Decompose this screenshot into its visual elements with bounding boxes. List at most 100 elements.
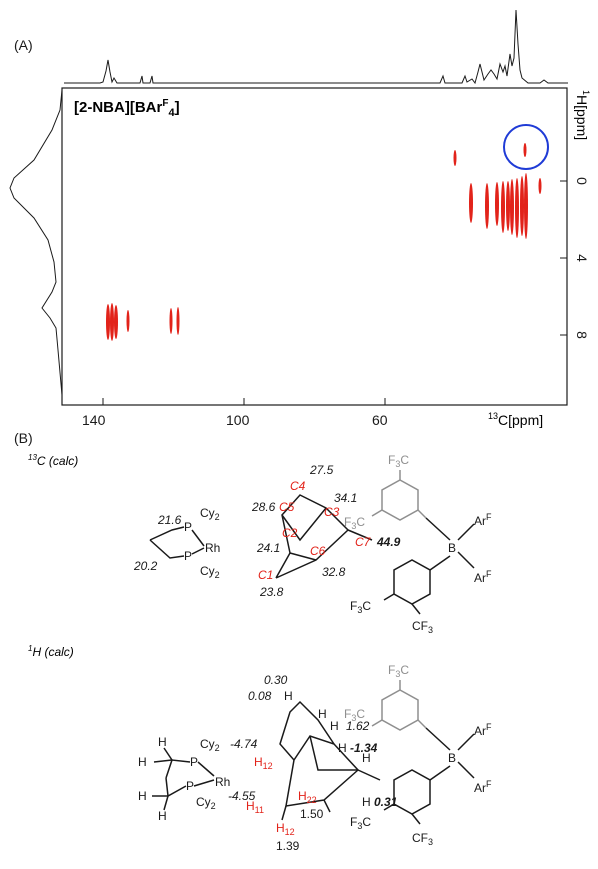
svg-text:1.39: 1.39 xyxy=(276,839,300,853)
svg-text:1.50: 1.50 xyxy=(300,807,324,821)
h1-calc-title: 1H (calc) xyxy=(28,644,74,659)
svg-text:ArF: ArF xyxy=(474,779,492,795)
peak-7 xyxy=(453,150,457,166)
svg-text:B: B xyxy=(448,541,456,555)
top-projection-spectrum xyxy=(64,9,568,85)
panel-a-label: (A) xyxy=(14,37,33,53)
y-tick-8: 8 xyxy=(574,331,590,339)
svg-text:Cy2: Cy2 xyxy=(200,737,220,753)
svg-text:CF3: CF3 xyxy=(412,619,433,635)
svg-text:28.6: 28.6 xyxy=(251,500,276,514)
label-c1: C1 xyxy=(258,568,273,582)
svg-text:ArF: ArF xyxy=(474,569,492,585)
svg-text:21.6: 21.6 xyxy=(157,513,182,527)
peak-10 xyxy=(495,182,499,226)
svg-text:H: H xyxy=(362,751,371,765)
svg-text:24.1: 24.1 xyxy=(256,541,280,555)
peak-2 xyxy=(110,303,114,341)
svg-text:ArF: ArF xyxy=(474,722,492,738)
svg-text:Cy2: Cy2 xyxy=(200,564,220,580)
label-c7: C7 xyxy=(355,535,372,549)
peak-15 xyxy=(520,176,524,236)
label-c4: C4 xyxy=(290,479,306,493)
y-tick-0: 0 xyxy=(574,177,590,185)
svg-text:P: P xyxy=(184,520,192,534)
svg-text:-4.74: -4.74 xyxy=(230,737,258,751)
svg-text:-1.34: -1.34 xyxy=(350,741,378,755)
svg-text:23.8: 23.8 xyxy=(259,585,284,599)
left-projection-spectrum xyxy=(9,89,63,396)
peak-14 xyxy=(515,178,519,238)
svg-text:P: P xyxy=(184,549,192,563)
svg-text:B: B xyxy=(448,751,456,765)
svg-text:F3C: F3C xyxy=(350,815,371,831)
c13-calc-title: 13C (calc) xyxy=(28,453,78,468)
x-axis-unit: 13C[ppm] xyxy=(488,411,543,428)
svg-text:Cy2: Cy2 xyxy=(200,506,220,522)
svg-text:H12: H12 xyxy=(276,821,295,837)
svg-text:H12: H12 xyxy=(254,755,273,771)
peak-18 xyxy=(538,178,542,194)
label-c3: C3 xyxy=(324,505,340,519)
svg-text:Rh: Rh xyxy=(205,541,220,555)
contour-peaks xyxy=(106,143,542,341)
y-tick-4: 4 xyxy=(574,254,590,262)
label-c2: C2 xyxy=(282,526,298,540)
svg-text:Cy2: Cy2 xyxy=(196,795,216,811)
svg-text:H: H xyxy=(330,719,339,733)
svg-text:H: H xyxy=(284,689,293,703)
structure-1h: H H H H P P Rh Cy2 Cy2 H H H H H H H12 H… xyxy=(138,663,492,853)
svg-text:P: P xyxy=(190,755,198,769)
panel-b-label: (B) xyxy=(14,430,33,446)
svg-text:F3C: F3C xyxy=(344,515,365,531)
hetcor-plot-frame xyxy=(61,87,568,406)
svg-text:ArF: ArF xyxy=(474,512,492,528)
highlight-circle xyxy=(503,124,549,170)
peak-12 xyxy=(506,181,510,231)
svg-text:F3C: F3C xyxy=(388,453,409,469)
y-axis-unit: 1H[ppm] xyxy=(574,90,591,140)
svg-text:32.8: 32.8 xyxy=(322,565,346,579)
svg-text:34.1: 34.1 xyxy=(334,491,357,505)
svg-text:H: H xyxy=(362,795,371,809)
svg-text:H: H xyxy=(318,707,327,721)
label-c5: C5 xyxy=(279,500,295,514)
label-c6: C6 xyxy=(310,544,326,558)
structure-13c: P P Rh Cy2 Cy2 F3C F3C B ArF ArF F3C CF3… xyxy=(133,453,492,635)
svg-text:F3C: F3C xyxy=(388,663,409,679)
svg-text:F3C: F3C xyxy=(350,599,371,615)
peak-8 xyxy=(469,183,473,223)
compound-title: [2-NBA][BArF4] xyxy=(74,98,180,119)
svg-text:H: H xyxy=(158,809,167,823)
peak-1 xyxy=(106,304,110,340)
svg-text:H22: H22 xyxy=(298,789,317,805)
svg-text:-4.55: -4.55 xyxy=(228,789,256,803)
svg-text:1.62: 1.62 xyxy=(346,719,370,733)
peak-13 xyxy=(510,179,514,235)
peak-17 xyxy=(524,173,528,239)
x-axis xyxy=(102,398,386,405)
peak-3 xyxy=(114,305,118,339)
svg-text:0.08: 0.08 xyxy=(248,689,272,703)
svg-text:H: H xyxy=(338,741,347,755)
svg-text:Rh: Rh xyxy=(215,775,230,789)
peak-4 xyxy=(126,310,130,332)
svg-text:F3C: F3C xyxy=(344,707,365,723)
svg-text:0.30: 0.30 xyxy=(264,673,288,687)
peak-5 xyxy=(169,308,173,334)
peak-9 xyxy=(485,183,489,229)
svg-text:27.5: 27.5 xyxy=(309,463,334,477)
peak-16 xyxy=(523,143,527,157)
svg-text:20.2: 20.2 xyxy=(133,559,158,573)
svg-text:44.9: 44.9 xyxy=(376,535,401,549)
peak-11 xyxy=(501,181,505,233)
x-tick-140: 140 xyxy=(82,412,106,428)
svg-text:P: P xyxy=(186,779,194,793)
svg-text:H: H xyxy=(138,755,147,769)
x-tick-60: 60 xyxy=(372,412,388,428)
svg-text:H: H xyxy=(158,735,167,749)
svg-text:H: H xyxy=(138,789,147,803)
x-tick-100: 100 xyxy=(226,412,250,428)
svg-text:H11: H11 xyxy=(246,799,264,815)
